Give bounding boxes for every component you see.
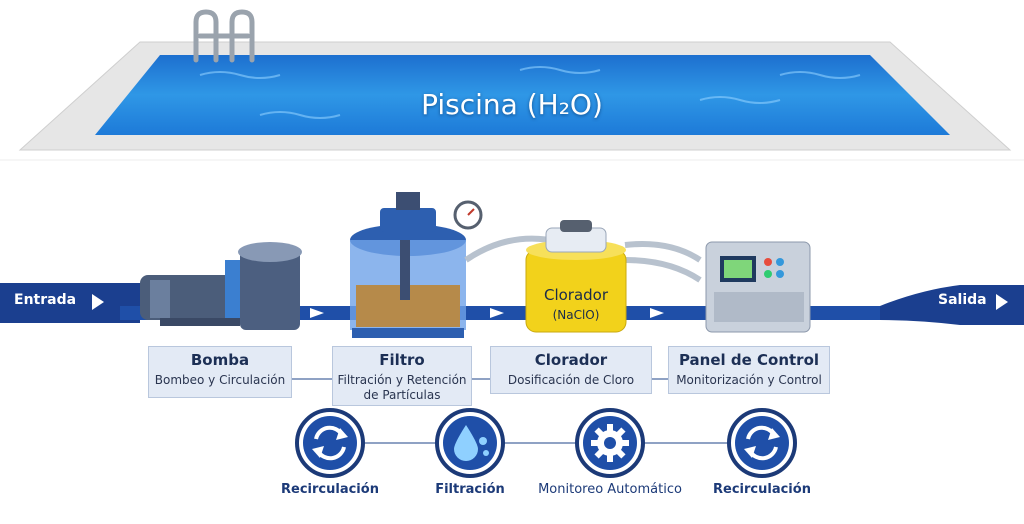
component-box-clorador: Clorador Dosificación de Cloro (490, 346, 652, 394)
component-title: Panel de Control (678, 351, 820, 369)
control-panel-illustration (705, 241, 811, 333)
gear-icon (575, 408, 645, 478)
flow-arrow (490, 308, 504, 318)
component-title: Filtro (379, 351, 425, 369)
component-title: Bomba (190, 351, 250, 369)
box-connectors (290, 378, 668, 380)
component-box-bomba: Bomba Bombeo y Circulación (148, 346, 292, 398)
recirculation-icon (295, 408, 365, 478)
chlorinator-name: Clorador (543, 286, 609, 304)
filter-illustration (350, 192, 483, 338)
chlorinator-formula: (NaClO) (552, 308, 600, 322)
component-box-filtro: Filtro Filtración y Retención de Partícu… (332, 346, 472, 406)
salida-label: Salida (938, 292, 987, 308)
icon-label-monitoreo: Monitoreo Automático (538, 482, 682, 497)
icon-row (295, 408, 797, 478)
icon-label-recirculacion-2: Recirculación (713, 482, 811, 497)
component-desc: Filtración y Retención de Partículas (337, 373, 467, 402)
icon-label-recirculacion: Recirculación (281, 482, 379, 497)
pool-title: Piscina (H₂O) (421, 88, 603, 121)
pump-illustration (140, 242, 302, 330)
pool-ladder (193, 9, 255, 63)
entrada-label: Entrada (14, 292, 77, 308)
recirculation-icon (727, 408, 797, 478)
pool-water (95, 55, 950, 135)
pool-illustration (0, 9, 1024, 161)
flow-arrow (650, 308, 664, 318)
component-desc: Dosificación de Cloro (507, 373, 635, 387)
component-title: Clorador (534, 351, 608, 369)
chlorinator-illustration (525, 220, 627, 333)
water-drop-icon (435, 408, 505, 478)
component-box-panel: Panel de Control Monitorización y Contro… (668, 346, 830, 394)
icon-label-filtracion: Filtración (435, 482, 505, 497)
flow-arrow (310, 308, 324, 318)
circulation-system (0, 192, 1024, 338)
component-desc: Monitorización y Control (676, 373, 822, 387)
component-desc: Bombeo y Circulación (154, 373, 286, 387)
